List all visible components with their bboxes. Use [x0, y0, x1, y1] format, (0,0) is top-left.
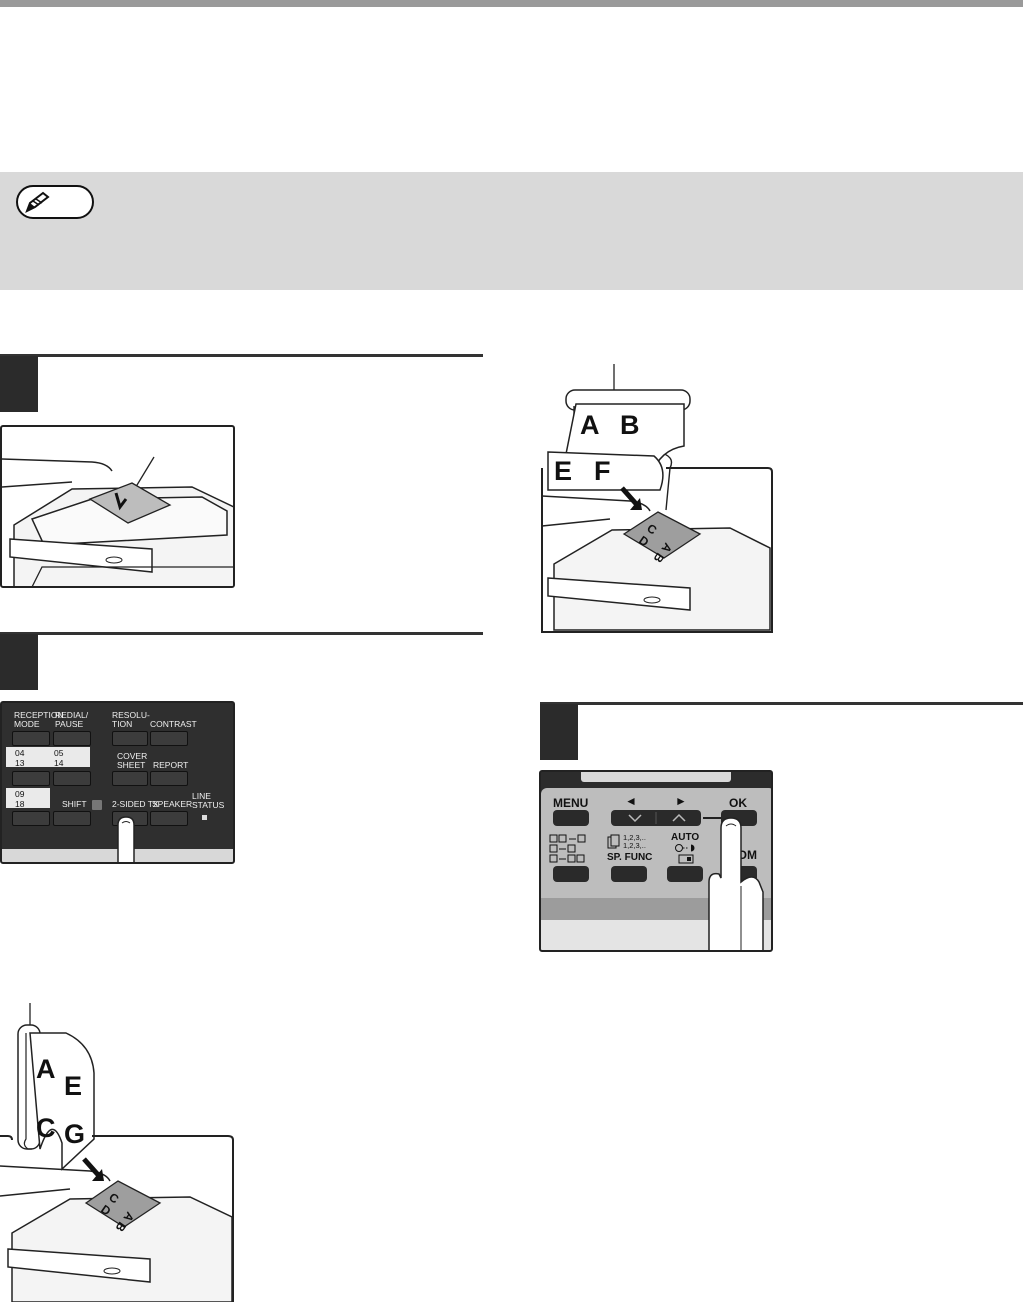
copy-pages-icon — [607, 834, 620, 849]
finger-press-illustration — [117, 816, 135, 862]
speaker-label: SPEAKER — [152, 799, 193, 809]
contrast-button[interactable] — [150, 731, 188, 746]
ok-label: OK — [729, 796, 747, 810]
step-2-rule — [0, 632, 483, 635]
step-3-rule — [540, 702, 1023, 705]
figure-top-binding: A B E F C D A B — [541, 364, 773, 633]
ok-leader-line — [703, 817, 721, 819]
duplex-mode-icon — [549, 834, 586, 863]
reception-mode-button[interactable] — [12, 731, 50, 746]
sp-func-button[interactable] — [611, 866, 647, 882]
reception-mode-label: RECEPTION MODE — [14, 710, 64, 729]
two-sided-tx-label: 2-SIDED TX — [112, 799, 159, 809]
figure-side-binding: A C E G C D A B — [0, 1003, 234, 1302]
line-status-label: LINE STATUS — [192, 791, 225, 810]
resolution-label: RESOLU- TION — [112, 710, 150, 729]
shift-indicator — [92, 800, 102, 810]
one-touch-button-04[interactable] — [12, 771, 50, 786]
shift-label: SHIFT — [62, 799, 87, 809]
one-touch-button-09[interactable] — [12, 811, 50, 826]
menu-button[interactable] — [553, 810, 589, 826]
report-label: REPORT — [153, 760, 189, 770]
top-rule — [0, 0, 1023, 7]
shift-button[interactable] — [53, 811, 91, 826]
left-arrow-label: ◄ — [625, 794, 637, 808]
figure-fax-panel: RECEPTION MODE REDIAL/ PAUSE RESOLU- TIO… — [0, 701, 235, 864]
book-top-letter-e: E — [554, 456, 572, 486]
figure-load-originals — [0, 425, 235, 588]
sp-func-label: SP. FUNC — [607, 852, 653, 863]
book-side-letter-c: C — [36, 1113, 56, 1143]
one-touch-button-05[interactable] — [53, 771, 91, 786]
note-band — [0, 172, 1023, 290]
exposure-icon — [675, 844, 695, 864]
book-side-letter-g: G — [64, 1119, 85, 1149]
one-touch-18: 18 — [15, 799, 25, 809]
book-top-letter-a: A — [580, 410, 600, 440]
menu-label: MENU — [553, 796, 589, 810]
right-arrow-label: ► — [675, 794, 687, 808]
note-badge — [16, 185, 94, 219]
sp-func-subtext: 1,2,3,.. 1,2,3,.. — [623, 833, 646, 850]
contrast-label: CONTRAST — [150, 719, 197, 729]
speaker-button[interactable] — [150, 811, 188, 826]
fax-machine-illustration — [2, 456, 233, 586]
book-top-letter-f: F — [594, 456, 611, 486]
report-button[interactable] — [150, 771, 188, 786]
one-touch-label-strip: 04 05 13 14 — [6, 747, 90, 768]
cover-sheet-button[interactable] — [112, 771, 148, 786]
step-1-marker — [0, 356, 38, 412]
cover-sheet-label: COVER SHEET — [117, 751, 148, 770]
auto-label: AUTO — [671, 832, 700, 843]
book-side-letter-a: A — [36, 1054, 56, 1084]
pencil-icon — [25, 191, 50, 214]
duplex-button[interactable] — [553, 866, 589, 882]
book-side-letter-e: E — [64, 1071, 82, 1101]
step-3-marker — [540, 704, 578, 760]
one-touch-14: 14 — [54, 758, 64, 768]
redial-pause-button[interactable] — [53, 731, 91, 746]
line-status-lamp — [202, 815, 207, 820]
one-touch-05: 05 — [54, 748, 64, 758]
redial-pause-label: REDIAL/ PAUSE — [55, 710, 89, 729]
one-touch-13: 13 — [15, 758, 25, 768]
exposure-button[interactable] — [667, 866, 703, 882]
arrow-rocker-button[interactable] — [611, 810, 701, 826]
up-down-chevron-icon — [628, 812, 686, 824]
one-touch-label-strip-2: 09 18 — [6, 788, 50, 809]
panel-slot — [581, 772, 731, 782]
one-touch-09: 09 — [15, 789, 25, 799]
book-top-letter-b: B — [620, 410, 640, 440]
one-touch-04: 04 — [15, 748, 25, 758]
step-1-rule — [0, 354, 483, 357]
finger-press-ok-illustration — [708, 817, 764, 950]
step-2-marker — [0, 634, 38, 690]
figure-operation-panel: MENU ◄ ► OK 1,2,3,.. 1,2,3,.. SP. FUNC A… — [539, 770, 773, 952]
resolution-button[interactable] — [112, 731, 148, 746]
